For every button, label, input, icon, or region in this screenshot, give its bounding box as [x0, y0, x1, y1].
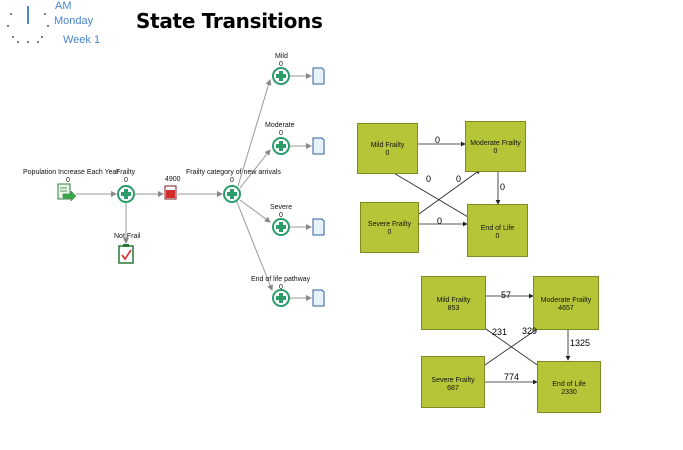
category-value: 0	[230, 177, 234, 184]
clock-week: Week 1	[63, 34, 101, 46]
bottom-severe-box: Severe Frailty 687	[421, 356, 485, 408]
top-moderate-box: Moderate Frailty 0	[465, 121, 526, 172]
frailty-value: 0	[124, 177, 128, 184]
box-value: 2330	[561, 389, 577, 396]
category-label: Frailty category of new arrivals	[186, 169, 281, 176]
clock-ampm: AM	[55, 0, 72, 12]
top-severe-box: Severe Frailty 0	[360, 202, 419, 253]
top-flow-severe-eol: 0	[437, 216, 443, 226]
box-name: Moderate Frailty	[470, 140, 521, 147]
branch-moderate-label: Moderate	[265, 122, 295, 129]
top-eol-box: End of Life 0	[467, 204, 528, 257]
bottom-flow-mild-eol: 231	[492, 327, 508, 337]
bottom-flow-severe-eol: 774	[504, 372, 520, 382]
box-value: 853	[447, 305, 460, 312]
eol-plus-icon	[272, 289, 290, 307]
checklist-icon	[118, 244, 134, 264]
box-name: End of Life	[552, 381, 586, 388]
frailty-plus-icon	[117, 185, 135, 203]
box-name: Severe Frailty	[367, 221, 412, 228]
severe-plus-icon	[272, 218, 290, 236]
eol-sink-icon	[312, 289, 325, 307]
box-value: 0	[493, 148, 498, 155]
bottom-flow-mild-moderate: 57	[501, 290, 512, 300]
flow-connectors	[76, 73, 312, 301]
source-value: 0	[66, 177, 70, 184]
clock-day: Monday	[54, 15, 94, 27]
branch-eol-label: End of life pathway	[251, 276, 311, 283]
bottom-eol-box: End of Life 2330	[537, 361, 601, 413]
queue-icon	[164, 185, 177, 200]
branch-moderate-value: 0	[279, 130, 283, 137]
moderate-sink-icon	[312, 137, 325, 155]
source-label: Population Increase Each Year	[23, 169, 119, 176]
bottom-flow-severe-moderate: 329	[522, 326, 538, 336]
box-name: Mild Frailty	[370, 142, 405, 149]
box-name: Severe Frailty	[431, 377, 475, 384]
top-flow-mild-moderate: 0	[435, 135, 441, 145]
box-value: 0	[495, 233, 500, 240]
page-title: State Transitions	[136, 9, 323, 33]
mild-sink-icon	[312, 67, 325, 85]
queue-value: 4900	[165, 176, 181, 183]
box-name: Mild Frailty	[436, 297, 471, 304]
category-plus-icon	[223, 185, 241, 203]
box-value: 687	[447, 385, 459, 392]
bottom-moderate-box: Moderate Frailty 4657	[533, 276, 599, 330]
branch-mild-label: Mild	[275, 53, 288, 60]
moderate-plus-icon	[272, 137, 290, 155]
branch-eol-value: 0	[279, 284, 283, 291]
clock-widget	[4, 2, 54, 46]
branch-mild-value: 0	[279, 61, 283, 68]
branch-severe-label: Severe	[270, 204, 293, 211]
top-flow-moderate-eol: 0	[500, 182, 506, 192]
bottom-mild-box: Mild Frailty 853	[421, 276, 486, 330]
source-icon	[57, 183, 77, 202]
box-value: 0	[387, 229, 392, 236]
not-frail-label: Not Frail	[114, 233, 141, 240]
clock-icon	[7, 6, 49, 43]
top-flow-severe-moderate: 0	[456, 174, 462, 184]
branch-severe-value: 0	[279, 212, 283, 219]
severe-sink-icon	[312, 218, 325, 236]
box-name: End of Life	[480, 225, 515, 232]
box-name: Moderate Frailty	[540, 297, 592, 304]
bottom-flow-moderate-eol: 1325	[570, 338, 591, 348]
top-flow-mild-eol: 0	[426, 174, 432, 184]
frailty-label: Frailty	[116, 169, 136, 176]
box-value: 4657	[558, 305, 574, 312]
box-value: 0	[385, 150, 390, 157]
top-mild-box: Mild Frailty 0	[357, 123, 418, 174]
mild-plus-icon	[272, 67, 290, 85]
